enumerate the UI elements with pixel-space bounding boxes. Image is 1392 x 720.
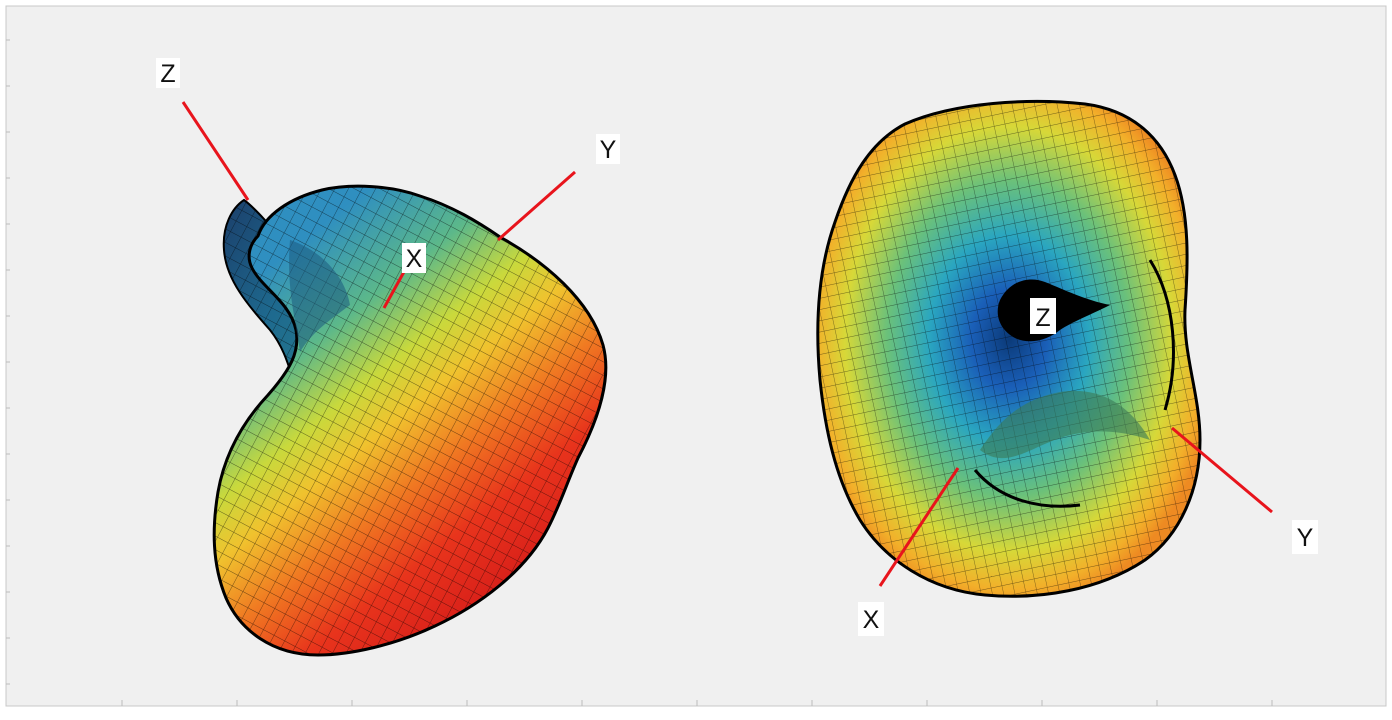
top-view-y-axis-line bbox=[1171, 426, 1273, 514]
top-view-surface: Z X Y bbox=[816, 99, 1318, 636]
top-view-x-label: X bbox=[863, 606, 880, 634]
frame-ticks bbox=[6, 39, 1273, 706]
top-view-x-axis-line bbox=[878, 467, 960, 587]
top-view-z-label: Z bbox=[1035, 304, 1050, 332]
side-view-x-label: X bbox=[406, 245, 423, 273]
top-view-y-label: Y bbox=[1297, 524, 1314, 552]
side-view-z-label: Z bbox=[160, 60, 175, 88]
side-view-y-label: Y bbox=[600, 136, 617, 164]
side-view-z-axis-line bbox=[181, 101, 250, 201]
side-view-y-axis-line bbox=[497, 170, 576, 242]
side-view-x-axis-line bbox=[382, 269, 407, 309]
